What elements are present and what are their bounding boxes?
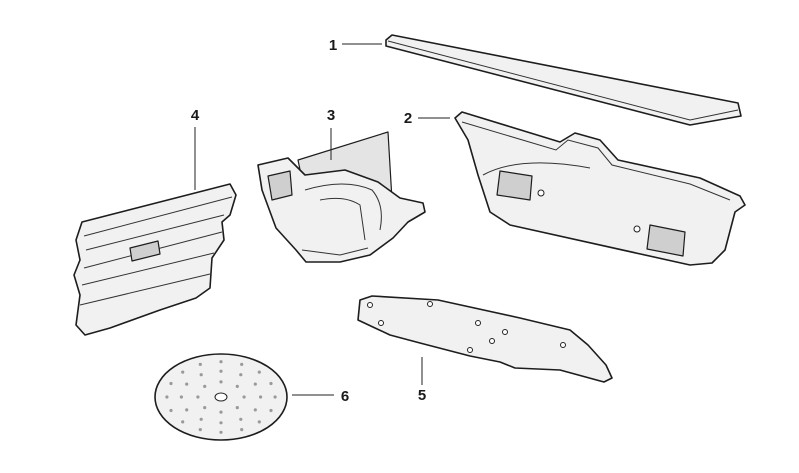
disc-perforation <box>181 370 185 374</box>
disc-perforation <box>269 408 273 413</box>
disc-perforation <box>219 410 223 414</box>
disc-perforation <box>169 408 173 413</box>
disc-perforation <box>179 395 183 399</box>
disc-perforation <box>242 395 246 399</box>
disc-perforation <box>219 380 223 384</box>
disc-perforation <box>253 408 257 412</box>
disc-perforation <box>199 417 203 421</box>
disc-perforation <box>219 421 223 425</box>
disc-perforation <box>259 395 263 399</box>
callout-1: 1 <box>329 37 337 54</box>
disc-perforation <box>257 420 261 424</box>
disc-perforation <box>239 373 243 377</box>
disc-perforation <box>198 362 202 366</box>
disc-perforation <box>165 395 169 399</box>
disc-perforation <box>203 406 207 410</box>
part-1-shelf-panel <box>385 34 742 126</box>
disc-perforation <box>240 362 244 366</box>
disc-perforation <box>185 408 189 412</box>
disc-perforation <box>181 420 185 424</box>
part-4-corrugated-side-panel <box>73 183 237 336</box>
part-3-side-trim-cover <box>257 131 426 263</box>
disc-perforation <box>199 373 203 377</box>
disc-perforation <box>269 381 273 386</box>
disc-perforation <box>240 428 244 432</box>
disc-perforation <box>169 381 173 386</box>
callout-2: 2 <box>404 110 412 127</box>
part-2-rear-trim-panel <box>454 111 746 266</box>
callout-3: 3 <box>327 107 335 124</box>
disc-perforation <box>203 384 207 388</box>
part-6-round-disc <box>154 353 288 441</box>
disc-perforation <box>196 395 200 399</box>
callout-6: 6 <box>341 388 349 405</box>
part-5-floor-cover-plate <box>357 295 613 383</box>
disc-perforation <box>219 369 223 373</box>
callout-5: 5 <box>418 387 426 404</box>
disc-perforation <box>219 360 223 364</box>
disc-perforation <box>185 382 189 386</box>
disc-perforation <box>273 395 277 399</box>
disc-perforation <box>253 382 257 386</box>
disc-perforation <box>235 384 239 388</box>
disc-perforation <box>239 417 243 421</box>
disc-perforation <box>257 370 261 374</box>
disc-perforation <box>219 430 223 434</box>
disc-perforation <box>235 406 239 410</box>
callout-4: 4 <box>191 107 200 124</box>
disc-perforation <box>198 428 202 432</box>
